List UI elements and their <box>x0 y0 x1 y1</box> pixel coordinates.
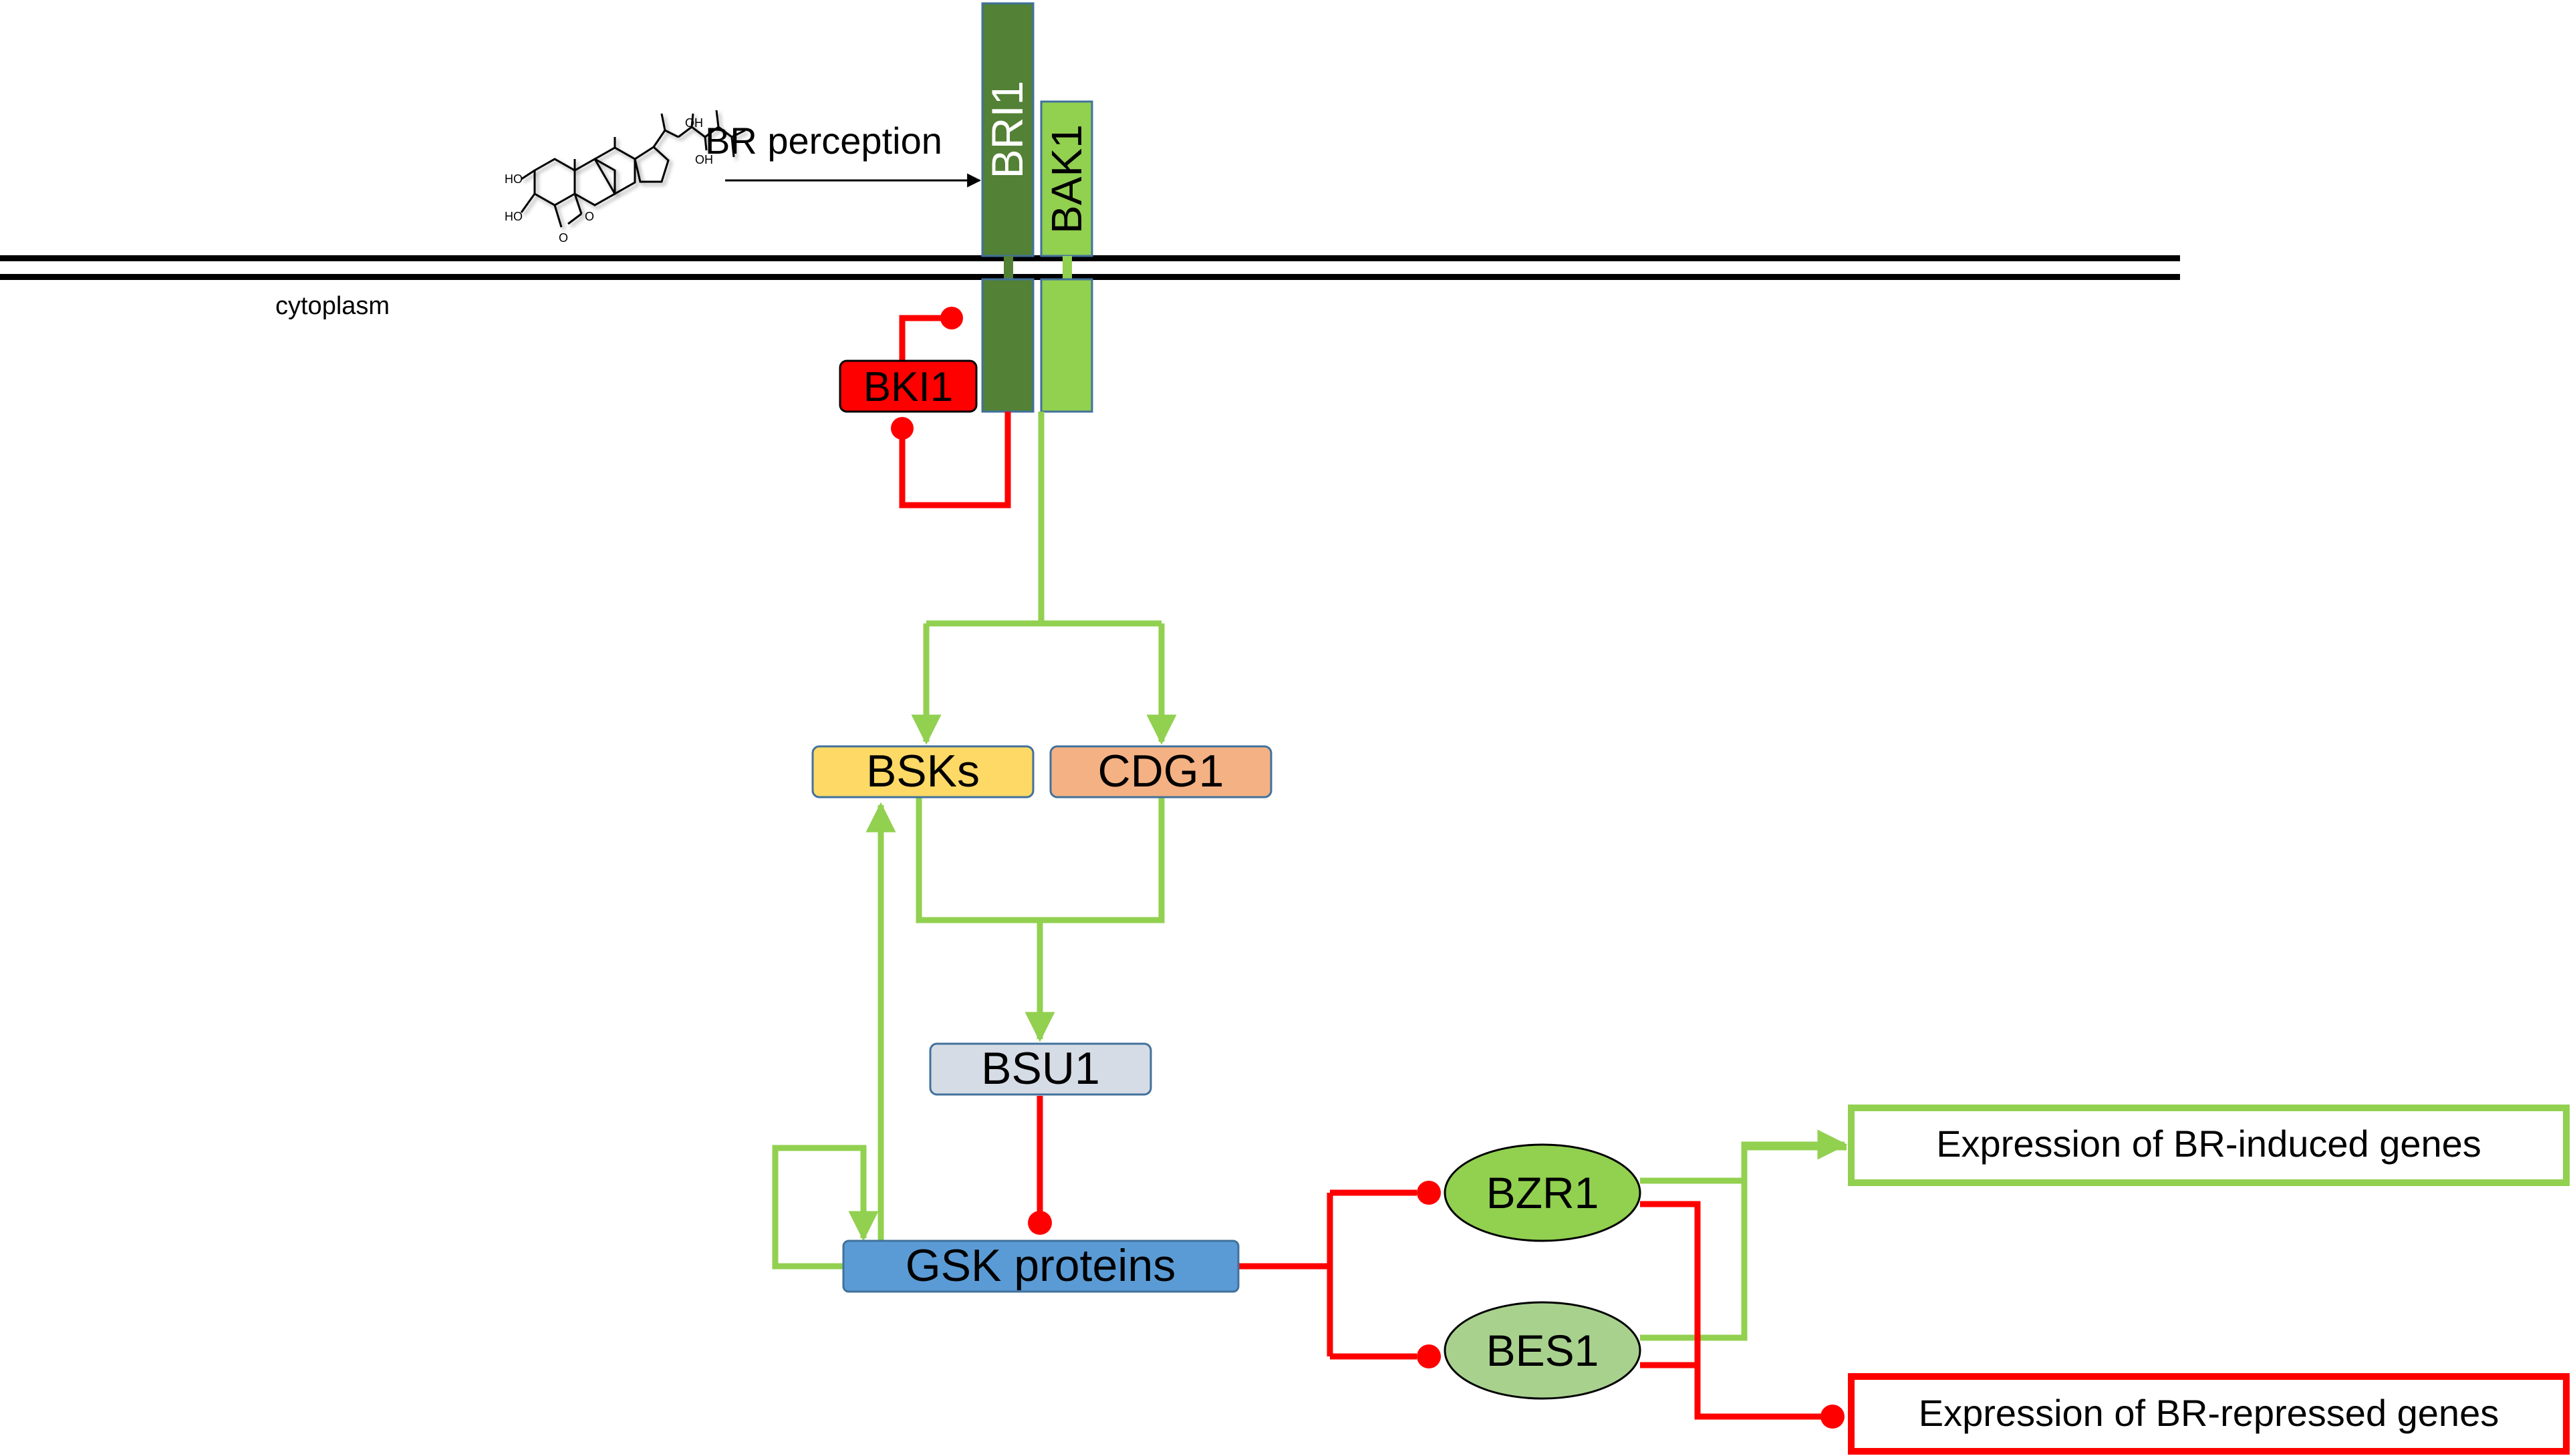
bki1-to-bri1-inhibition-end <box>940 307 963 329</box>
cdg1-node: CDG1 <box>1049 745 1272 798</box>
bzr1-label: BZR1 <box>1486 1168 1599 1217</box>
bzr1-node: BZR1 <box>1444 1143 1641 1242</box>
bri1-receptor: BRI1 <box>981 2 1035 413</box>
bki1-inhibition-lines <box>899 315 1011 508</box>
br-induced-genes-box: Expression of BR-induced genes <box>1848 1105 2570 1186</box>
bak1-label: BAK1 <box>1043 124 1091 234</box>
inhibition-lines <box>1037 1096 1821 1420</box>
brassinosteroid-molecule-icon <box>520 110 746 228</box>
gsk-proteins-label: GSK proteins <box>906 1240 1176 1291</box>
molecule-o-keto: O <box>559 231 568 245</box>
bki1-label: BKI1 <box>863 364 953 410</box>
bki1-node: BKI1 <box>839 359 978 413</box>
bak1-receptor: BAK1 <box>1040 100 1093 413</box>
bes1-label: BES1 <box>1486 1326 1599 1375</box>
molecule-oh-upper: OH <box>685 116 703 130</box>
molecule-o-ring: O <box>585 210 594 223</box>
molecule-oh-lower: OH <box>695 153 713 166</box>
br-repressed-genes-box: Expression of BR-repressed genes <box>1848 1373 2570 1455</box>
br-induced-genes-label: Expression of BR-induced genes <box>1936 1123 2481 1165</box>
bes1-node: BES1 <box>1444 1301 1641 1400</box>
bri1-to-bki1-inhibition-end <box>891 417 914 440</box>
bsks-label: BSKs <box>866 746 980 796</box>
molecule-atom-labels: HO HO OH OH O O <box>505 116 713 245</box>
gsk-bes1-inhibition-end <box>1417 1344 1441 1368</box>
br-perception-label: BR perception <box>705 120 942 162</box>
activation-lines <box>772 412 1848 1341</box>
cdg1-label: CDG1 <box>1098 746 1224 796</box>
bsu1-gsk-inhibition-end <box>1028 1211 1052 1235</box>
gsk-proteins-node: GSK proteins <box>842 1240 1240 1293</box>
gsk-bzr1-inhibition-end <box>1417 1181 1441 1205</box>
molecule-ho-top: HO <box>505 172 523 186</box>
repressed-genes-inhibition-end <box>1820 1405 1845 1429</box>
br-repressed-genes-label: Expression of BR-repressed genes <box>1919 1392 2499 1434</box>
cytoplasm-label: cytoplasm <box>275 292 390 320</box>
bsks-node: BSKs <box>811 745 1035 798</box>
bsu1-label: BSU1 <box>981 1043 1100 1094</box>
molecule-ho-bottom: HO <box>505 210 523 223</box>
bsu1-node: BSU1 <box>929 1042 1152 1096</box>
bri1-label: BRI1 <box>982 81 1032 179</box>
plasma-membrane <box>0 255 2180 280</box>
